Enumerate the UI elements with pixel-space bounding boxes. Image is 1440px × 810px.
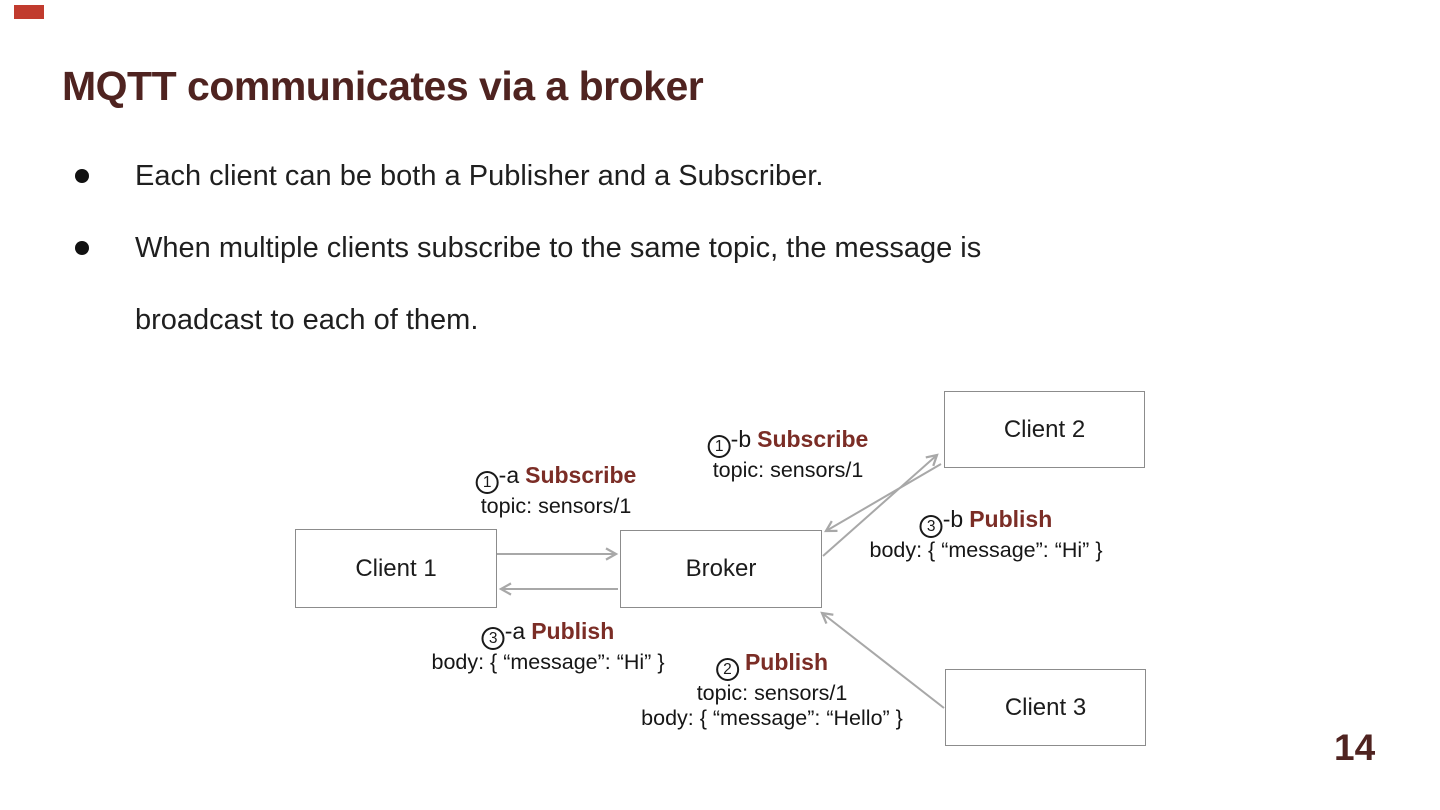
edge-label-3a-body: body: { “message”: “Hi” } bbox=[431, 650, 665, 674]
node-client-1-label: Client 1 bbox=[355, 554, 437, 582]
edge-label-3b-body: body: { “message”: “Hi” } bbox=[869, 538, 1103, 562]
circled-number-icon: 1 bbox=[707, 435, 731, 458]
circled-number-icon: 3 bbox=[481, 627, 505, 650]
bullet-item-1: Each client can be both a Publisher and … bbox=[135, 160, 824, 192]
page-number: 14 bbox=[1334, 727, 1376, 768]
bullet-item-2-line-1: When multiple clients subscribe to the s… bbox=[135, 232, 982, 264]
edge-label-2-topic: topic: sensors/1 bbox=[696, 681, 848, 705]
slide-title: MQTT communicates via a broker bbox=[62, 63, 704, 109]
bullet-dot bbox=[75, 169, 89, 183]
node-client-1: Client 1 bbox=[295, 529, 497, 608]
edge-label-1a-topic: topic: sensors/1 bbox=[480, 494, 632, 518]
bullet-dot bbox=[75, 241, 89, 255]
circled-number-icon: 2 bbox=[715, 658, 739, 681]
circled-number-icon: 1 bbox=[475, 471, 499, 494]
edge-label-2-body: body: { “message”: “Hello” } bbox=[641, 706, 903, 730]
node-client-2: Client 2 bbox=[944, 391, 1145, 468]
node-client-3: Client 3 bbox=[945, 669, 1146, 746]
node-client-2-label: Client 2 bbox=[1003, 415, 1086, 443]
slide-accent-mark bbox=[14, 5, 44, 19]
circled-number-icon: 3 bbox=[919, 515, 943, 538]
bullet-item-2-line-2: broadcast to each of them. bbox=[135, 304, 479, 336]
edge-label-1b-topic: topic: sensors/1 bbox=[712, 458, 864, 482]
node-broker: Broker bbox=[620, 530, 822, 608]
node-broker-label: Broker bbox=[685, 555, 757, 582]
node-client-3-label: Client 3 bbox=[1004, 693, 1087, 721]
